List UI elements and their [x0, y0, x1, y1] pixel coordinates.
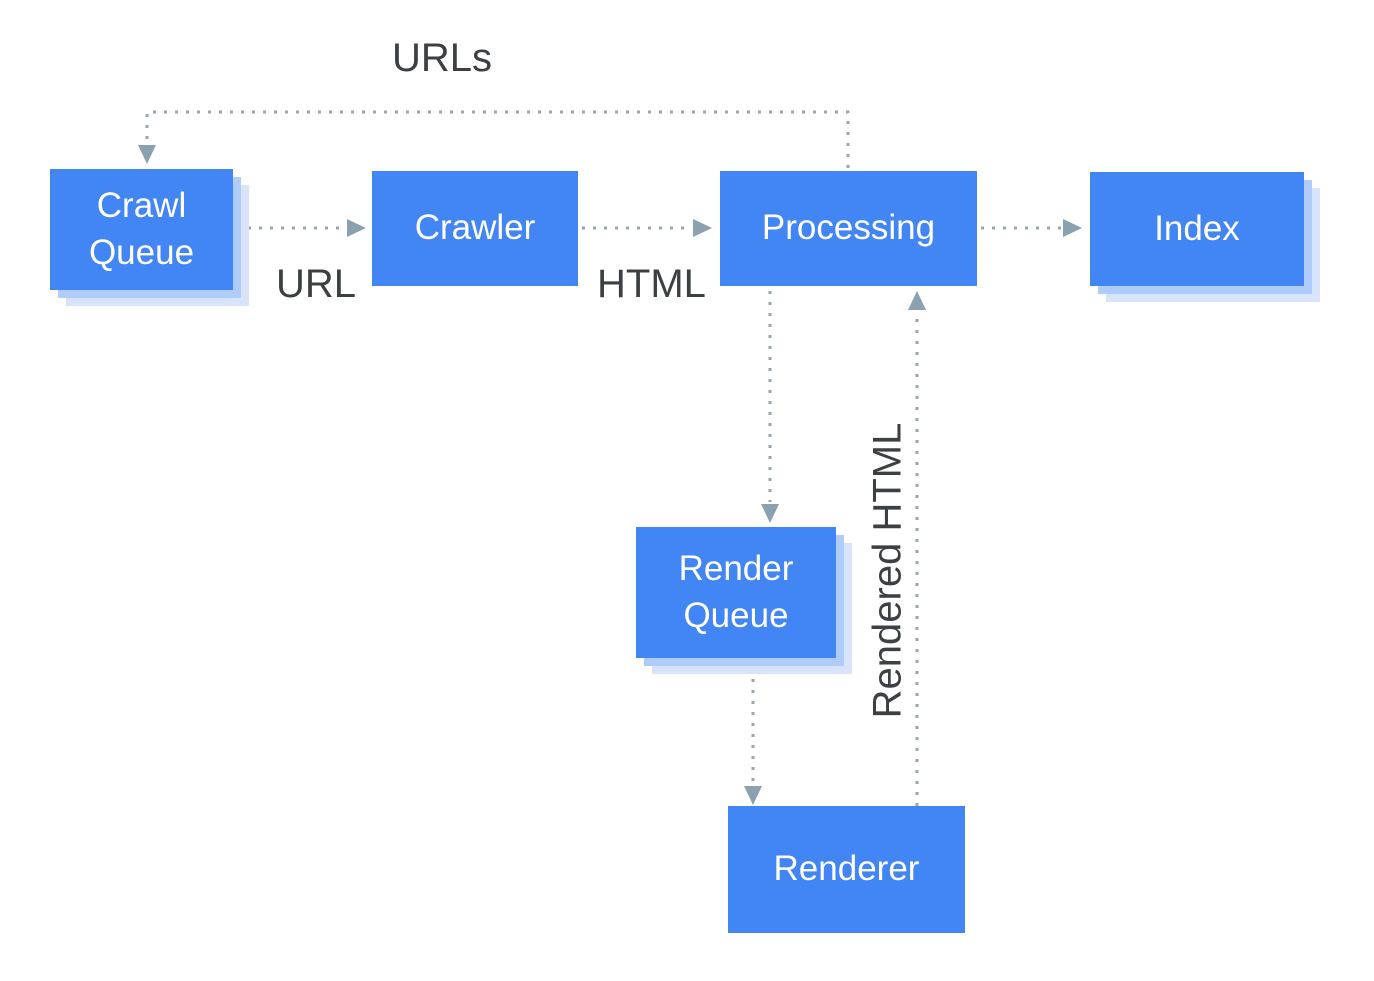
label-url: URL [276, 262, 357, 306]
node-index-label: Index [1154, 208, 1240, 248]
node-render-queue: Render Queue [636, 527, 836, 658]
node-processing-label: Processing [761, 208, 936, 248]
arrowhead-into-render-queue [761, 504, 779, 523]
node-index: Index [1090, 172, 1304, 286]
node-crawl-queue: Crawl Queue [50, 169, 233, 290]
node-processing: Processing [720, 171, 977, 286]
node-crawler: Crawler [372, 171, 578, 286]
node-render-queue-label: Render Queue [678, 549, 794, 635]
edge-processing-to-crawl-queue [145, 110, 850, 168]
arrowhead-into-index [1063, 219, 1082, 237]
node-crawler-label: Crawler [414, 208, 536, 248]
arrowhead-into-processing-left [693, 219, 712, 237]
arrowhead-into-crawler [347, 219, 366, 237]
arrowhead-into-crawl-queue [138, 145, 156, 164]
node-renderer: Renderer [728, 806, 965, 933]
arrowhead-into-processing-bottom [908, 291, 926, 310]
label-urls: URLs [392, 36, 493, 80]
node-crawl-queue-label: Crawl Queue [88, 186, 195, 272]
label-rendered-html: Rendered HTML [865, 422, 910, 719]
node-renderer-label: Renderer [773, 849, 920, 889]
label-html: HTML [597, 262, 706, 306]
arrowhead-into-renderer [744, 786, 762, 805]
